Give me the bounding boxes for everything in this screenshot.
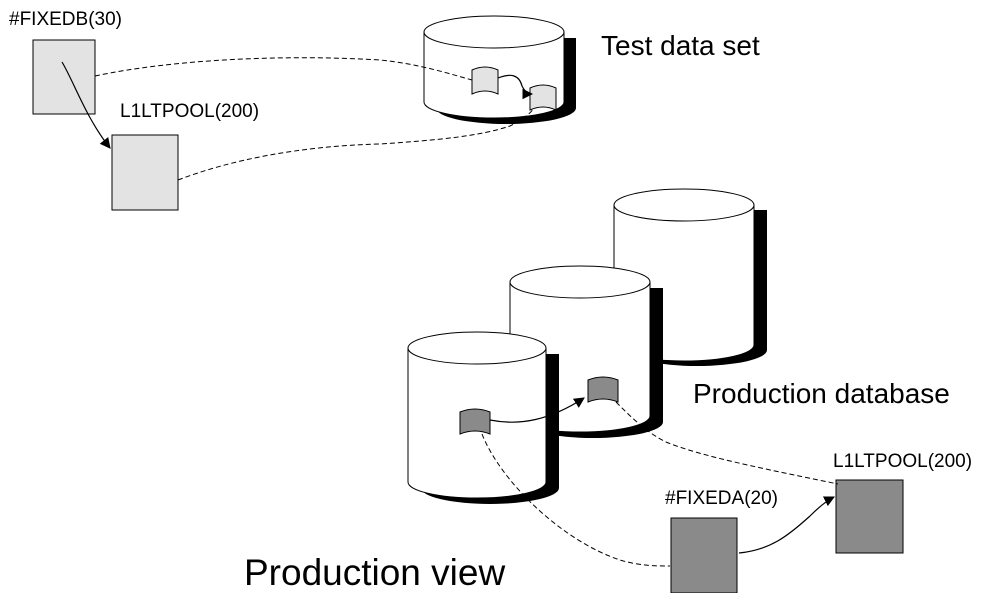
prod-block-label: #FIXEDA(20) [665,488,778,509]
test-record-arrow [497,74,534,100]
prod-pool-box [835,479,904,554]
prod-record-arrow [489,397,585,423]
prod-record-b [587,376,619,403]
test-pool-box [111,134,179,211]
back-cylinder-top [613,188,755,222]
test-cylinder-top [423,15,565,49]
prod-pool-link [615,401,839,485]
test-pool-link [177,107,535,181]
production-view-label: Production view [244,552,505,593]
test-pool-label: L1LTPOOL(200) [120,101,259,122]
production-database-label: Production database [693,378,950,409]
front-cylinder-top [407,331,547,365]
middle-cylinder-top [509,265,651,299]
test-block-box [32,39,96,115]
test-record-a [471,66,499,95]
prod-record-a [459,408,491,435]
test-block-to-pool-arrow [61,61,111,149]
test-block-label: #FIXEDB(30) [9,9,122,30]
test-block-link [94,57,473,81]
prod-block-to-pool-arrow [738,496,835,554]
prod-pool-label: L1LTPOOL(200) [833,451,972,472]
test-record-b [529,84,557,111]
test-data-set-label: Test data set [601,30,760,61]
prod-block-box [670,517,738,593]
